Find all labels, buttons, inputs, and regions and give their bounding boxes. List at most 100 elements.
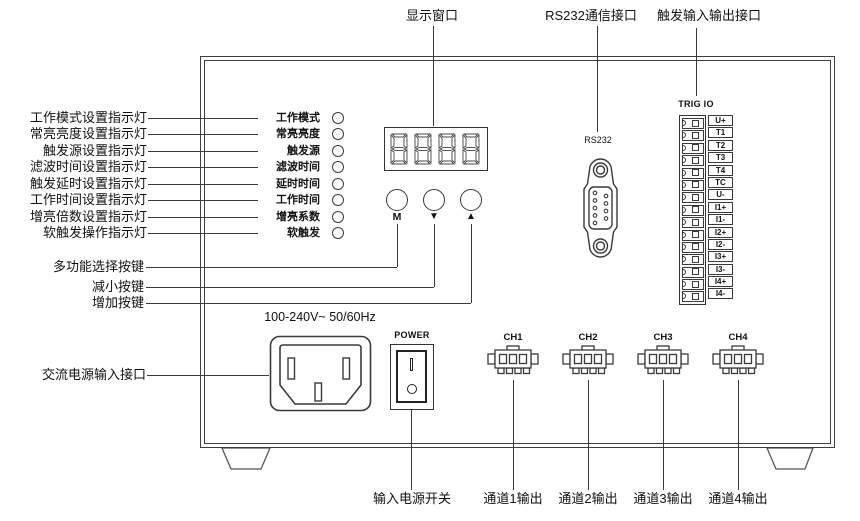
terminal-cell[interactable] — [681, 192, 704, 204]
leader-line-power-switch — [411, 410, 412, 490]
terminal-notch — [682, 268, 686, 275]
terminal-cell[interactable] — [681, 130, 704, 142]
terminal-contact — [691, 206, 699, 214]
leader-line-indicator — [148, 118, 258, 119]
terminal-cell[interactable] — [681, 291, 704, 303]
terminal-notch — [682, 293, 686, 300]
terminal-notch — [682, 181, 686, 188]
terminal-notch — [682, 169, 686, 176]
rs232-connector[interactable] — [581, 154, 619, 262]
power-rating-text: 100-240V~ 50/60Hz — [264, 310, 376, 324]
callout-display-window: 显示窗口 — [405, 8, 458, 23]
terminal-cell[interactable] — [681, 204, 704, 216]
panel-indicator-label: 工作时间 — [276, 194, 320, 207]
terminal-cell[interactable] — [681, 229, 704, 241]
terminal-notch — [682, 120, 686, 126]
leader-line-ac-input — [147, 375, 269, 376]
terminal-contact — [691, 292, 699, 300]
channel-connector[interactable] — [562, 345, 614, 377]
rs232-label: RS232 — [584, 135, 612, 145]
power-switch-label: POWER — [394, 330, 430, 340]
channel-connector[interactable] — [637, 345, 689, 377]
channel-label: CH2 — [578, 332, 598, 343]
multifunction-button[interactable] — [386, 189, 408, 211]
leader-line-indicator — [148, 216, 258, 218]
leader-line-display — [433, 26, 434, 126]
terminal-notch — [682, 281, 686, 288]
callout-channel-output: 通道1输出 — [483, 491, 543, 506]
power-on-marking — [410, 358, 413, 371]
indicator-led — [332, 177, 344, 190]
indicator-led — [332, 112, 344, 124]
leader-line-indicator — [148, 233, 258, 234]
panel-indicator-label: 软触发 — [287, 227, 320, 239]
terminal-cell[interactable] — [681, 118, 704, 129]
terminal-contact — [691, 243, 699, 251]
terminal-label: T3 — [708, 152, 733, 164]
callout-indicator-label: 触发延时设置指示灯 — [29, 175, 147, 191]
channel-label: CH1 — [503, 332, 523, 343]
terminal-notch — [682, 231, 686, 238]
callout-indicator-label: 工作模式设置指示灯 — [29, 110, 147, 125]
terminal-cell[interactable] — [681, 279, 704, 291]
increase-button[interactable] — [460, 189, 482, 211]
decrease-button[interactable] — [423, 189, 445, 211]
leader-line-channel — [588, 380, 589, 490]
callout-channel-output: 通道3输出 — [633, 491, 693, 506]
callout-rs232-port: RS232通信接口 — [545, 8, 637, 23]
terminal-cell[interactable] — [681, 254, 704, 266]
callout-trigger-io-port: 触发输入输出接口 — [657, 8, 762, 23]
trig-io-terminal-strip[interactable] — [679, 115, 706, 305]
terminal-cell[interactable] — [681, 217, 704, 229]
callout-indicator-label: 增亮倍数设置指示灯 — [29, 208, 147, 224]
terminal-label: I1- — [708, 214, 733, 226]
terminal-cell[interactable] — [681, 266, 704, 278]
terminal-label: I3+ — [708, 251, 733, 263]
leader-line-indicator — [148, 200, 258, 202]
callout-power-switch: 输入电源开关 — [372, 491, 451, 506]
panel-outline-outer — [200, 56, 835, 448]
terminal-notch — [682, 256, 686, 263]
multifunction-button-label: M — [392, 211, 402, 223]
power-off-marking — [407, 384, 417, 394]
terminal-cell[interactable] — [681, 155, 704, 167]
panel-indicator-label: 常亮亮度 — [276, 128, 320, 141]
terminal-label: U- — [708, 189, 733, 201]
power-rocker[interactable] — [396, 350, 427, 403]
terminal-label: I4+ — [708, 276, 733, 288]
terminal-notch — [682, 219, 686, 226]
callout-ac-input: 交流电源输入接口 — [41, 367, 146, 382]
terminal-label: I2+ — [708, 226, 733, 238]
leader-line-channel — [738, 380, 739, 490]
callout-indicator-label: 触发源设置指示灯 — [42, 142, 147, 158]
seven-segment-display — [384, 127, 488, 171]
leader-line-m-button — [146, 267, 397, 268]
channel-connector[interactable] — [712, 345, 764, 377]
callout-channel-output: 通道4输出 — [708, 491, 768, 506]
channel-connector[interactable] — [487, 345, 539, 377]
callout-indicator-label: 工作时间设置指示灯 — [29, 192, 147, 208]
terminal-cell[interactable] — [681, 142, 704, 154]
terminal-cell[interactable] — [681, 241, 704, 253]
terminal-label: I2- — [708, 238, 733, 250]
terminal-label: T4 — [708, 164, 733, 176]
indicator-led — [332, 194, 344, 207]
callout-channel-output: 通道2输出 — [558, 491, 618, 506]
leader-line-up-button — [146, 303, 471, 304]
terminal-label: I1+ — [708, 201, 733, 213]
terminal-contact — [691, 231, 699, 239]
terminal-cell[interactable] — [681, 167, 704, 179]
terminal-notch — [682, 243, 686, 250]
terminal-cell[interactable] — [681, 179, 704, 191]
leader-line-trig-io — [696, 28, 697, 96]
indicator-led — [332, 161, 344, 174]
trig-io-label: TRIG IO — [678, 99, 714, 109]
power-switch[interactable] — [390, 344, 434, 410]
terminal-label: TC — [708, 176, 733, 188]
terminal-notch — [682, 144, 686, 151]
indicator-led — [332, 144, 344, 157]
leader-line-m-button-v — [397, 224, 398, 267]
panel-outline-inner — [204, 60, 831, 444]
